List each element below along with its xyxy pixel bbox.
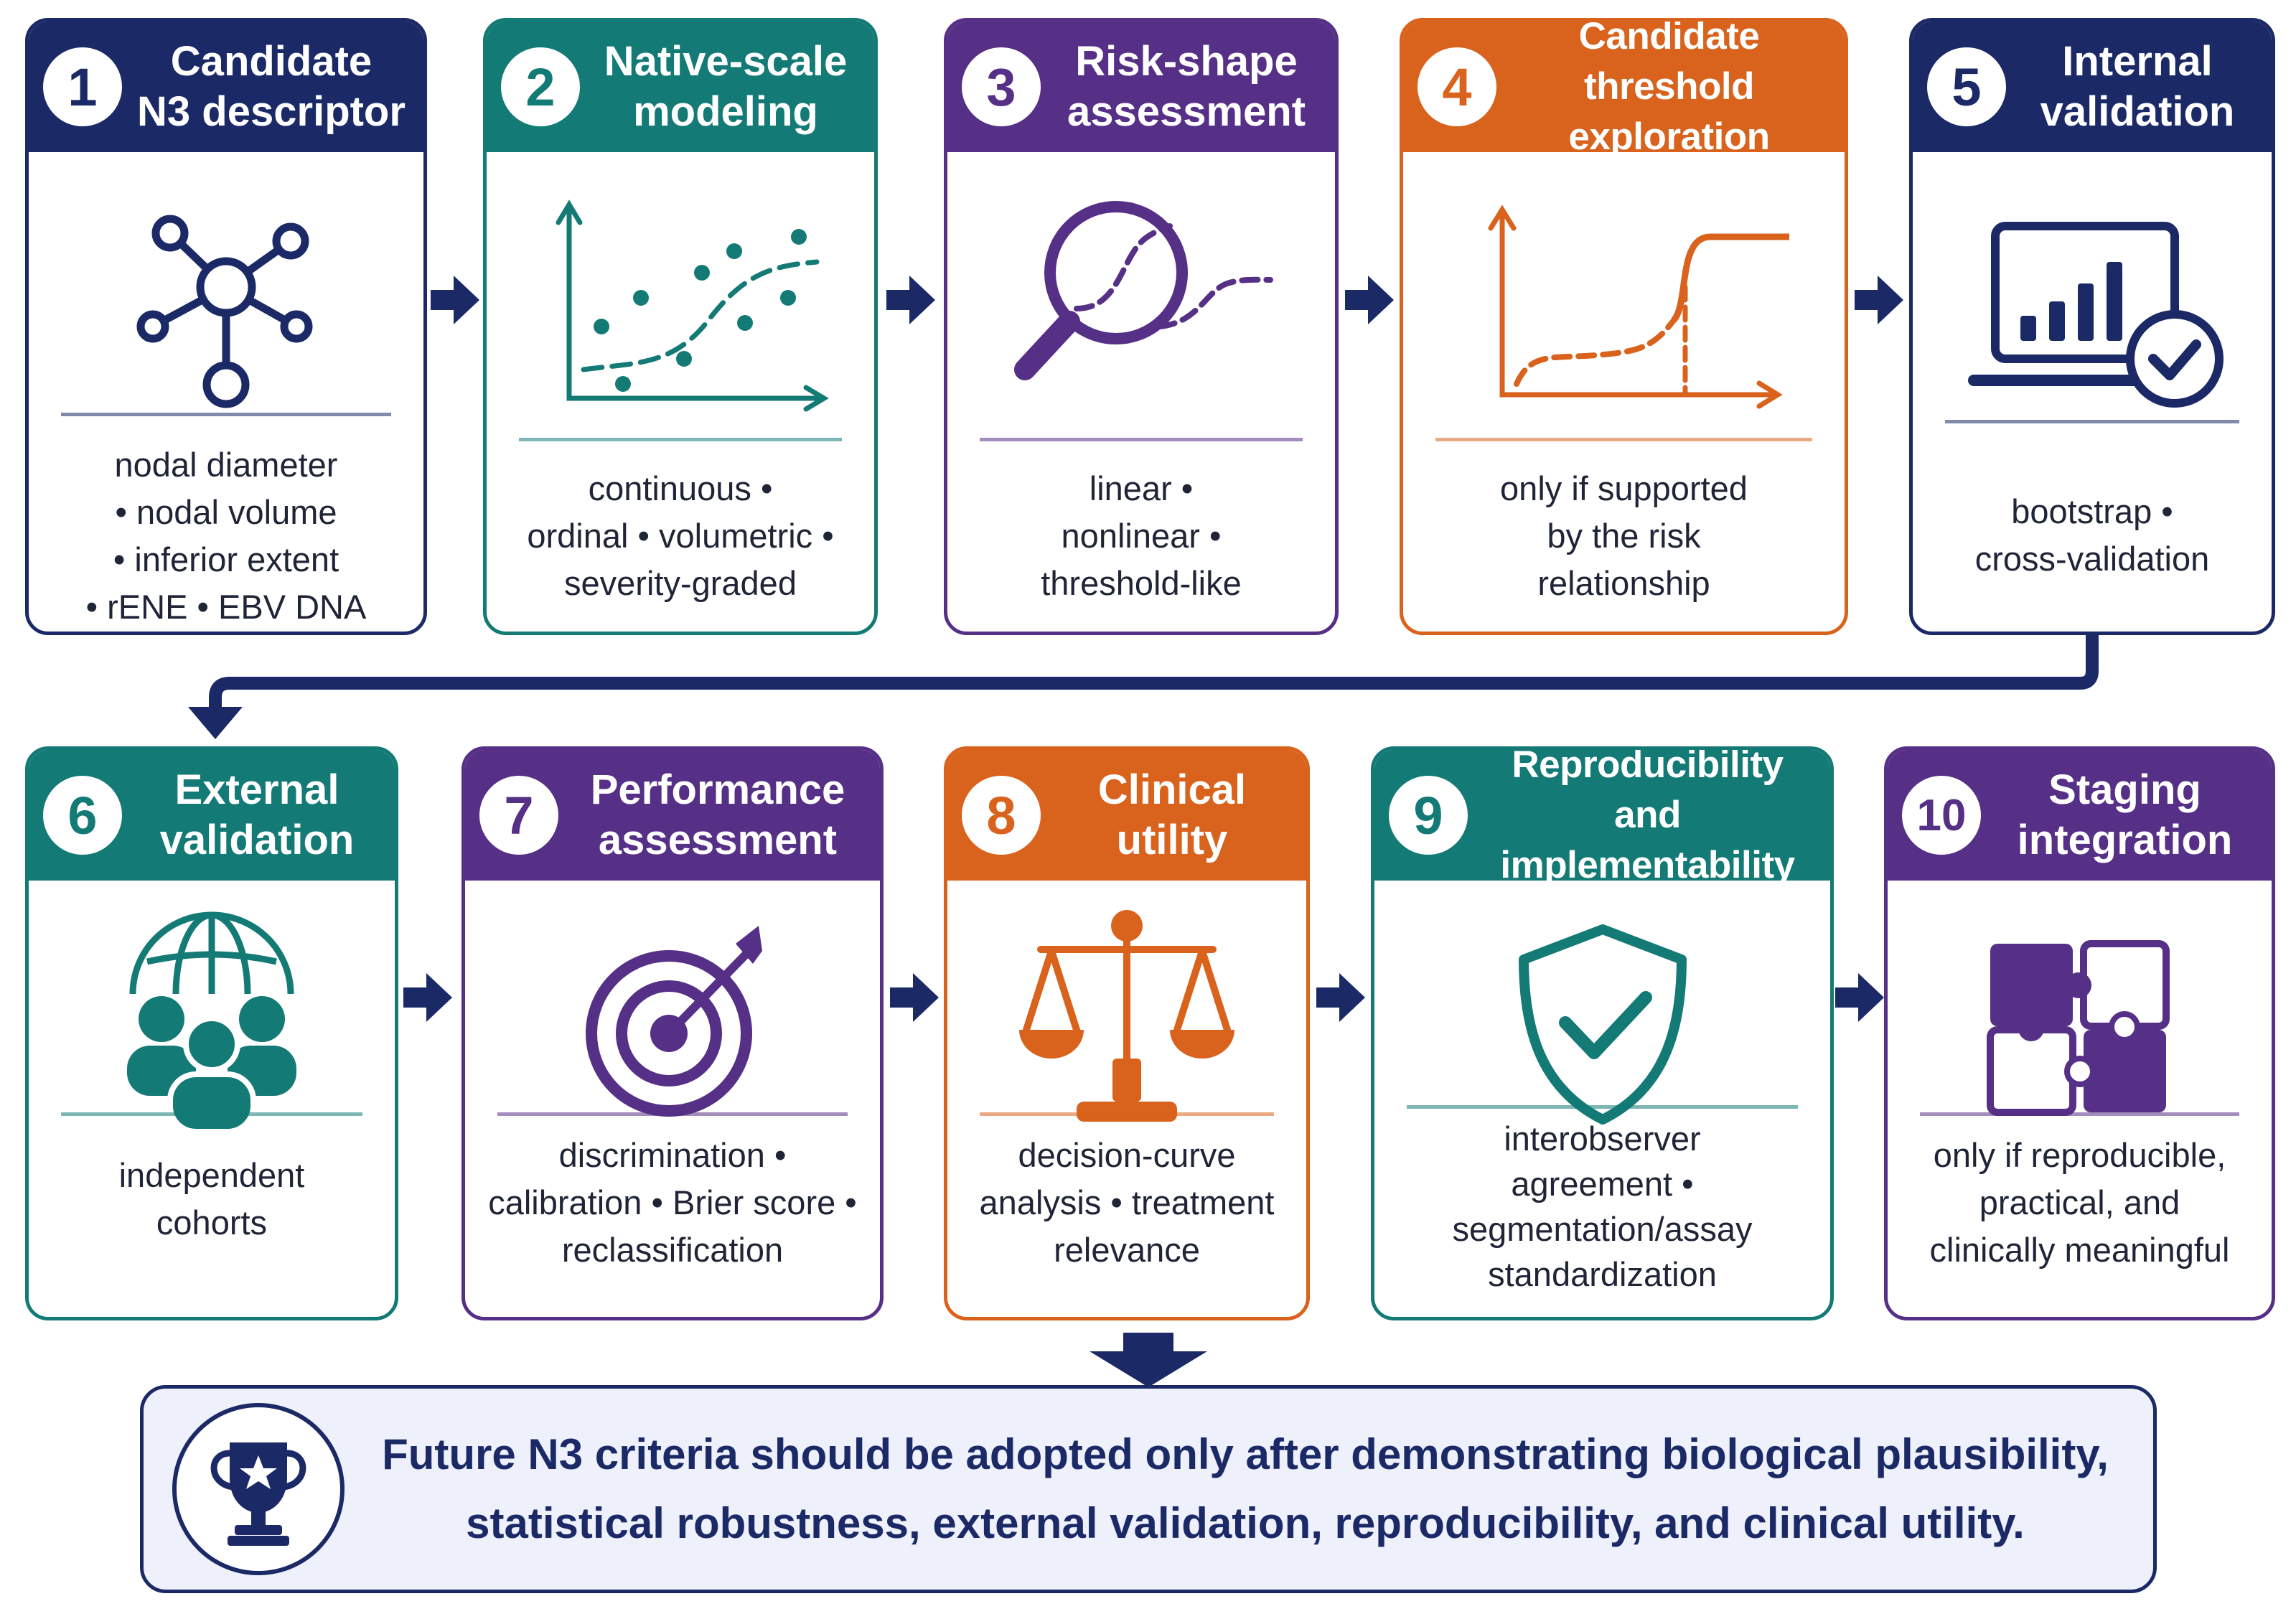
arrow-down-icon [1090,1333,1207,1387]
step-title: Risk-shape assessment [1067,38,1306,135]
scatter-plot-icon [487,165,874,423]
step-title: Clinical utility [1097,766,1247,863]
arrow-right-icon [890,973,939,1022]
trophy-icon [172,1403,345,1575]
arrow-right-icon [1855,276,1903,324]
globe-people-icon [29,893,395,1152]
arrow-right-icon [431,276,479,324]
step-divider [519,438,842,441]
arrow-right-icon [886,276,935,324]
arrow-right-icon [1345,276,1394,324]
puzzle-icon [1888,893,2272,1152]
step-title: Reproducibility and implementability [1500,746,1795,886]
step-divider [1407,1105,1798,1109]
step-divider [1435,438,1812,441]
step-description: only if reproducible, practical, and cli… [1929,1136,2230,1269]
step-number-badge: 4 [1418,47,1496,126]
step-divider [980,438,1303,441]
step-card-9: 9 Reproducibility and implementability i… [1371,746,1834,1320]
threshold-curve-icon [1403,165,1845,423]
laptop-check-icon [1913,165,2272,423]
step-number-badge: 7 [479,776,558,855]
step-description: interobserver agreement • segmentation/a… [1452,1120,1753,1293]
step-title: External validation [159,766,355,863]
step-title: Native-scale modeling [604,38,848,135]
step-card-6: 6 External validation independent cohort… [25,746,398,1320]
step-title: Candidate threshold exploration [1568,18,1770,158]
conclusion-box: Future N3 criteria should be adopted onl… [140,1385,2157,1593]
step-description: only if supported by the risk relationsh… [1500,469,1748,602]
magnifier-curve-icon [947,165,1335,423]
step-title: Performance assessment [590,766,845,863]
step-description: nodal diameter • nodal volume • inferior… [85,446,367,626]
network-icon [29,165,423,423]
step-card-8: 8 Clinical utility decision-curve analys… [944,746,1310,1320]
step-description: discrimination • calibration • Brier sco… [488,1136,857,1269]
step-divider [497,1112,848,1116]
arrow-right-icon [1835,973,1884,1022]
step-number-badge: 8 [962,776,1041,855]
step-card-4: 4 Candidate threshold exploration only i… [1400,18,1848,635]
step-number-badge: 1 [43,47,122,126]
step-number-badge: 2 [501,47,580,126]
step-description: bootstrap • cross-validation [1974,492,2210,578]
step-card-10: 10 Staging integration only if reproduci… [1884,746,2275,1320]
step-description: independent cohorts [118,1156,305,1242]
step-title: Internal validation [2040,38,2235,135]
step-divider [61,413,391,416]
step-card-3: 3 Risk-shape assessment linear • nonline… [944,18,1339,635]
conclusion-text: Future N3 criteria should be adopted onl… [382,1430,2109,1547]
step-number-badge: 10 [1902,776,1981,855]
step-description: continuous • ordinal • volumetric • seve… [527,469,834,602]
step-card-1: 1 Candidate N3 descriptor nodal diameter… [25,18,427,635]
step-number-badge: 5 [1927,47,2006,126]
step-number-badge: 6 [43,776,122,855]
step-number-badge: 3 [962,47,1041,126]
target-icon [465,893,880,1152]
arrow-right-icon [403,973,452,1022]
step-divider [980,1112,1274,1116]
step-number-badge: 9 [1389,776,1468,855]
step-description: decision-curve analysis • treatment rele… [979,1136,1275,1269]
step-card-2: 2 Native-scale modeling continuous • ord… [483,18,878,635]
scales-icon [947,893,1306,1152]
step-title: Staging integration [2017,766,2233,863]
arrow-right-icon [1316,973,1365,1022]
shield-check-icon [1374,893,1830,1152]
connector-arrow-icon [188,635,2099,739]
step-divider [61,1112,362,1116]
step-title: Candidate N3 descriptor [137,38,406,135]
step-description: linear • nonlinear • threshold-like [1041,469,1242,602]
step-divider [1920,1112,2239,1116]
step-divider [1945,420,2239,423]
step-card-5: 5 Internal validation bootstrap • cross-… [1909,18,2275,635]
step-card-7: 7 Performance assessment discrimination … [461,746,884,1320]
